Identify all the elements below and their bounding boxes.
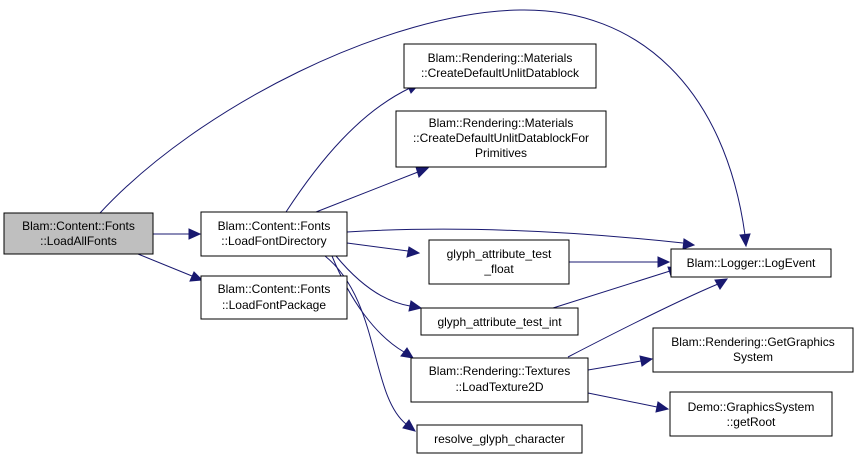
node-label-line: Blam::Rendering::Textures	[429, 364, 570, 378]
edge-loadfontdirectory-to-createdefaultunlitdatablockforprimitives	[315, 166, 430, 213]
node-label-line: Blam::Content::Fonts	[218, 219, 331, 233]
node-glyph-attribute-test-int[interactable]: glyph_attribute_test_int	[420, 307, 579, 336]
node-label-line: Blam::Content::Fonts	[218, 282, 331, 296]
node-label-line: ::CreateDefaultUnlitDatablock	[421, 66, 580, 80]
node-label-line: Blam::Logger::LogEvent	[687, 256, 816, 270]
node-load-font-package[interactable]: Blam::Content::Fonts ::LoadFontPackage	[200, 275, 348, 320]
node-graphics-system-get-root[interactable]: Demo::GraphicsSystem ::getRoot	[669, 391, 833, 437]
edge-loadfontdirectory-to-logevent	[346, 228, 696, 250]
node-create-default-unlit-datablock-for-primitives[interactable]: Blam::Rendering::Materials ::CreateDefau…	[395, 110, 607, 168]
node-label-line: ::LoadTexture2D	[455, 380, 543, 394]
node-load-font-directory[interactable]: Blam::Content::Fonts ::LoadFontDirectory	[200, 211, 348, 257]
node-label-line: resolve_glyph_character	[434, 432, 565, 446]
edge-glyphattributetestfloat-to-logevent	[569, 256, 671, 268]
node-label-line: glyph_attribute_test_int	[437, 315, 562, 329]
edge-loadtexture2d-to-logevent	[567, 278, 729, 358]
node-label-line: ::CreateDefaultUnlitDatablockFor	[413, 131, 589, 145]
node-label-line: Blam::Rendering::Materials	[429, 116, 574, 130]
node-label-line: Primitives	[475, 146, 527, 160]
edge-loadallfonts-to-loadfontdirectory	[153, 228, 202, 240]
edge-loadtexture2d-to-graphicssystemgetroot	[587, 392, 670, 413]
node-label-line: _float	[483, 262, 514, 276]
node-get-graphics-system[interactable]: Blam::Rendering::GetGraphics System	[652, 327, 854, 373]
node-label-line: ::getRoot	[727, 415, 776, 429]
edge-glyphattributetestint-to-logevent	[552, 266, 682, 309]
edge-loadtexture2d-to-getgraphicssystem	[587, 355, 654, 371]
node-logger-log-event[interactable]: Blam::Logger::LogEvent	[670, 248, 832, 278]
node-load-all-fonts[interactable]: Blam::Content::Fonts ::LoadAllFonts	[3, 212, 154, 255]
node-resolve-glyph-character[interactable]: resolve_glyph_character	[416, 424, 583, 454]
edge-loadfontdirectory-to-glyphattributetestint	[335, 255, 423, 312]
edge-loadfontdirectory-to-resolveglyphcharacter	[324, 255, 416, 432]
node-load-texture-2d[interactable]: Blam::Rendering::Textures ::LoadTexture2…	[410, 357, 589, 403]
node-label-line: ::LoadFontPackage	[222, 298, 326, 312]
node-label-line: Blam::Content::Fonts	[22, 219, 135, 233]
edge-loadfontdirectory-to-glyphattributetestfloat	[346, 242, 421, 258]
node-glyph-attribute-test-float[interactable]: glyph_attribute_test _float	[428, 239, 570, 285]
node-label-line: glyph_attribute_test	[447, 247, 552, 261]
node-label-line: Blam::Rendering::Materials	[428, 51, 573, 65]
edge-loadallfonts-to-loadfontpackage	[137, 253, 204, 282]
node-label-line: System	[733, 350, 773, 364]
node-label-line: ::LoadFontDirectory	[221, 234, 326, 248]
node-label-line: Demo::GraphicsSystem	[688, 400, 815, 414]
node-create-default-unlit-datablock[interactable]: Blam::Rendering::Materials ::CreateDefau…	[403, 43, 597, 89]
edge-loadfontdirectory-to-loadtexture2d	[331, 255, 414, 359]
edge-loadallfonts-to-logevent	[99, 9, 751, 248]
node-label-line: Blam::Rendering::GetGraphics	[671, 335, 834, 349]
node-label-line: ::LoadAllFonts	[40, 234, 117, 248]
